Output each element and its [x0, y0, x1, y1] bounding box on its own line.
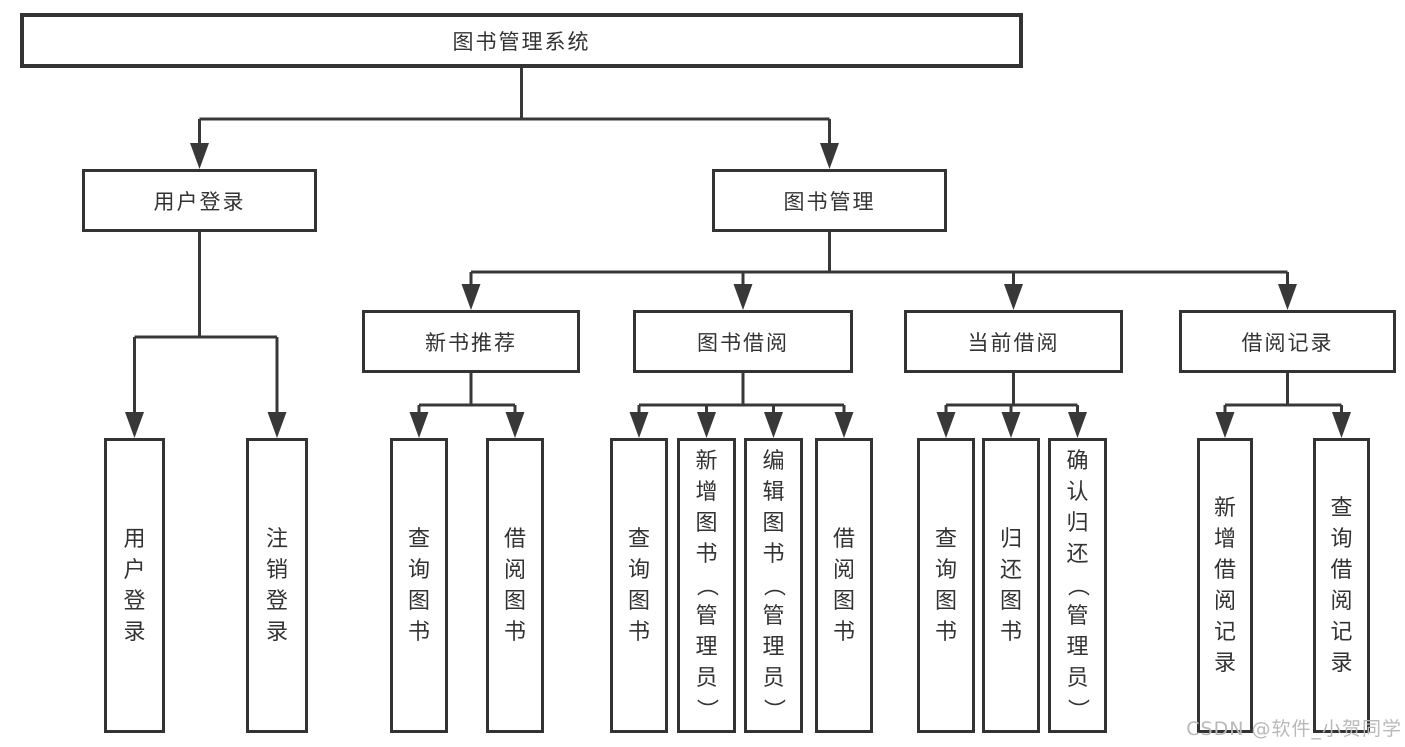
arrowhead-icon — [764, 412, 783, 438]
node-label: 新书推荐 — [425, 330, 517, 355]
arrowhead-icon — [409, 412, 429, 438]
node-label: 归还图书 — [999, 526, 1022, 645]
node-cb-confirm: 确认归还（管理员） — [1048, 438, 1107, 733]
node-bb-query: 查询图书 — [610, 438, 668, 733]
node-label: 新增图书（管理员） — [693, 449, 719, 721]
node-nb-borrow: 借阅图书 — [486, 438, 544, 733]
node-label: 图书管理 — [783, 189, 876, 214]
node-label: 用户登录 — [123, 526, 146, 645]
node-label: 查询图书 — [934, 526, 957, 645]
node-label: 新增借阅记录 — [1213, 495, 1236, 676]
node-bb-add: 新增图书（管理员） — [677, 438, 736, 733]
node-label: 查询图书 — [627, 526, 650, 645]
arrowhead-icon — [505, 412, 525, 438]
arrowhead-icon — [1278, 284, 1297, 310]
node-cb-return: 归还图书 — [982, 438, 1040, 733]
node-label: 查询图书 — [407, 526, 430, 645]
node-label: 确认归还（管理员） — [1064, 449, 1090, 721]
node-root: 图书管理系统 — [20, 13, 1023, 68]
arrowhead-icon — [267, 412, 287, 438]
arrowhead-icon — [697, 412, 716, 438]
node-borrow-records: 借阅记录 — [1179, 310, 1396, 373]
arrowhead-icon — [1001, 412, 1021, 438]
node-book-borrow: 图书借阅 — [633, 310, 853, 373]
arrowhead-icon — [936, 412, 956, 438]
node-ul-login: 用户登录 — [104, 438, 165, 733]
arrowhead-icon — [461, 284, 481, 310]
arrowhead-icon — [1004, 284, 1023, 310]
node-br-add: 新增借阅记录 — [1197, 438, 1253, 733]
node-label: 借阅图书 — [832, 526, 855, 645]
arrowhead-icon — [820, 143, 839, 169]
watermark-text: CSDN @软件_小贺同学 — [1186, 718, 1402, 740]
node-label: 图书借阅 — [697, 330, 789, 355]
node-label: 借阅图书 — [503, 526, 526, 645]
node-bb-borrow: 借阅图书 — [815, 438, 873, 733]
arrowhead-icon — [1215, 412, 1235, 438]
node-label: 当前借阅 — [967, 330, 1060, 355]
arrowhead-icon — [1068, 412, 1087, 438]
arrowhead-icon — [1332, 412, 1351, 438]
node-label: 图书管理系统 — [452, 29, 591, 54]
node-label: 注销登录 — [265, 526, 288, 645]
node-user-login: 用户登录 — [82, 169, 317, 232]
node-ul-logout: 注销登录 — [246, 438, 308, 733]
arrowhead-icon — [125, 412, 144, 438]
node-nb-query: 查询图书 — [390, 438, 448, 733]
node-label: 查询借阅记录 — [1330, 495, 1353, 676]
node-book-mgmt: 图书管理 — [712, 169, 947, 232]
arrowhead-icon — [629, 412, 649, 438]
node-label: 编辑图书（管理员） — [760, 449, 786, 721]
watermark: CSDN @软件_小贺同学 — [1186, 714, 1402, 741]
arrowhead-icon — [190, 143, 209, 169]
node-br-query: 查询借阅记录 — [1313, 438, 1370, 733]
arrowhead-icon — [834, 412, 854, 438]
node-label: 用户登录 — [153, 189, 246, 214]
arrowhead-icon — [733, 284, 753, 310]
node-bb-edit: 编辑图书（管理员） — [744, 438, 803, 733]
node-current-borrow: 当前借阅 — [904, 310, 1123, 373]
node-label: 借阅记录 — [1241, 330, 1334, 355]
node-cb-query: 查询图书 — [917, 438, 975, 733]
node-new-book: 新书推荐 — [362, 310, 580, 373]
